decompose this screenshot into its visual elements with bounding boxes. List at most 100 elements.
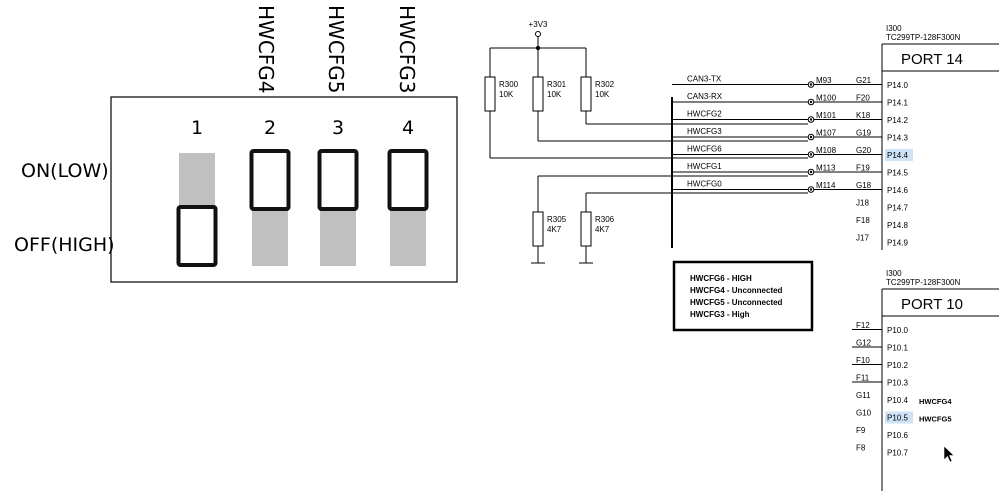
pin-label: P14.4: [887, 151, 908, 160]
pin-highlight: [885, 411, 913, 424]
pin-label: P14.2: [887, 116, 908, 125]
ball-label: F20: [856, 94, 870, 103]
marker-label: M93: [816, 76, 832, 85]
resistor-labels: R300 10K R301 10K R302 10K R305 4K7 R306…: [499, 80, 615, 234]
resistor-r301: [532, 76, 544, 112]
marker-label: M100: [816, 94, 837, 103]
pin-label: P14.0: [887, 81, 908, 90]
port10-title: PORT 10: [901, 296, 963, 313]
ball-label: J18: [856, 199, 869, 208]
off-label: OFF(HIGH): [14, 234, 115, 256]
port14-ref: I300: [886, 24, 902, 33]
dip-switch: HWCFG4 HWCFG5 HWCFG3 1 2 3 4 ON(LOW) OFF…: [14, 5, 458, 283]
rotated-label-hwcfg3: HWCFG3: [395, 5, 419, 94]
rotated-label-hwcfg5: HWCFG5: [324, 5, 348, 94]
note-box: [672, 260, 814, 332]
marker-label: M101: [816, 111, 837, 120]
net-label: HWCFG1: [687, 162, 722, 171]
resistor-value: 4K7: [547, 225, 562, 234]
pin-label: P10.2: [887, 361, 908, 370]
test-point-dot: [809, 188, 813, 191]
ball-label: F10: [856, 356, 870, 365]
resistor-network: +3V3: [484, 20, 808, 264]
pin-label: P14.3: [887, 134, 908, 143]
ball-label: F8: [856, 444, 866, 453]
net-label: CAN3-TX: [687, 75, 722, 84]
port10-rows: F12P10.0G12P10.1F10P10.2F11P10.3G11P10.4…: [852, 321, 952, 458]
switch-knob-3[interactable]: [317, 149, 359, 211]
switch-number-4: 4: [402, 117, 414, 139]
test-point-dot: [809, 83, 813, 86]
resistor-value: 10K: [547, 90, 562, 99]
ball-label: J17: [856, 234, 869, 243]
pin-label: P10.7: [887, 449, 908, 458]
net-label: HWCFG2: [687, 110, 722, 119]
pin-label: P10.4: [887, 396, 908, 405]
marker-label: M108: [816, 146, 837, 155]
pin-label: P14.9: [887, 239, 908, 248]
ball-label: G20: [856, 146, 872, 155]
ball-label: F12: [856, 321, 870, 330]
switch-tracks: [176, 149, 429, 267]
pin-label: P14.6: [887, 186, 908, 195]
pin-label: P10.6: [887, 431, 908, 440]
net-label: HWCFG0: [687, 180, 722, 189]
switch-number-1: 1: [191, 117, 203, 139]
port14-part: TC299TP-128F300N: [886, 33, 960, 42]
switch-knob-4[interactable]: [387, 149, 429, 211]
marker-label: M114: [816, 181, 836, 190]
resistor-value: 4K7: [595, 225, 610, 234]
pin-label: P10.1: [887, 344, 908, 353]
ball-label: F19: [856, 164, 870, 173]
pin-label: P14.1: [887, 99, 908, 108]
ball-label: F11: [856, 374, 870, 383]
ball-label: G12: [856, 339, 872, 348]
switch-number-2: 2: [264, 117, 276, 139]
resistor-ref: R300: [499, 80, 519, 89]
test-point-dot: [809, 100, 813, 104]
pin-label: P14.7: [887, 204, 908, 213]
ball-label: G11: [856, 391, 871, 400]
resistor-r305: [532, 211, 544, 247]
resistor-r302: [580, 76, 592, 112]
pin-label: P14.8: [887, 221, 908, 230]
switch-number-3: 3: [332, 117, 344, 139]
ball-label: K18: [856, 111, 871, 120]
pin-label: P10.5: [887, 414, 908, 423]
ball-label: F18: [856, 216, 870, 225]
port10-part: TC299TP-128F300N: [886, 278, 960, 287]
pin-net-label: HWCFG5: [919, 415, 952, 424]
ball-label: F9: [856, 426, 866, 435]
resistor-r300: [484, 76, 496, 112]
port10-ref: I300: [886, 269, 902, 278]
marker-label: M113: [816, 164, 836, 173]
ball-label: G10: [856, 409, 872, 418]
resistor-ref: R302: [595, 80, 615, 89]
port14-box: [881, 43, 999, 250]
port10-header: I300 TC299TP-128F300N: [886, 269, 960, 287]
resistor-value: 10K: [499, 90, 514, 99]
note-line: HWCFG5 - Unconnected: [690, 298, 783, 307]
marker-label: M107: [816, 129, 837, 138]
note-line: HWCFG6 - HIGH: [690, 274, 752, 283]
test-point-dot: [809, 135, 813, 139]
test-point-dot: [809, 118, 813, 121]
pin-label: P10.0: [887, 326, 908, 335]
switch-knob-2[interactable]: [249, 149, 291, 211]
note-line: HWCFG4 - Unconnected: [690, 286, 783, 295]
pin-label: P14.5: [887, 169, 908, 178]
pin-highlight: [885, 149, 913, 161]
resistor-ref: R301: [547, 80, 567, 89]
port14-header: I300 TC299TP-128F300N: [886, 24, 960, 42]
power-label: +3V3: [529, 20, 548, 29]
ball-label: G21: [856, 76, 872, 85]
on-label: ON(LOW): [21, 160, 109, 182]
switch-knob-1[interactable]: [176, 205, 218, 267]
resistor-ref: R306: [595, 215, 615, 224]
note-line: HWCFG3 - High: [690, 310, 750, 319]
resistor-r306: [580, 211, 592, 247]
net-label: CAN3-RX: [687, 92, 723, 101]
ball-label: G18: [856, 181, 872, 190]
